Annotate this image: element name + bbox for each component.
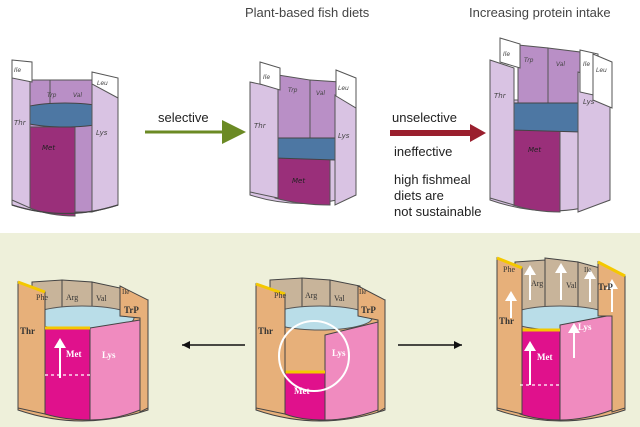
label-lys: Lys: [96, 129, 108, 137]
label-lys-bl: Lys: [102, 350, 116, 360]
label-lys-br: Lys: [578, 322, 592, 332]
label-leu-right: Leu: [596, 67, 607, 74]
label-val-right: Val: [556, 61, 565, 68]
caption-unselective: unselective: [392, 110, 458, 125]
caption-fishmeal-line2: diets are: [394, 188, 444, 203]
label-val-bl: Val: [96, 294, 107, 303]
label-val-bc: Val: [334, 294, 345, 303]
label-arg-bl: Arg: [66, 293, 78, 302]
barrel-top-right: Ile Ile Leu Trp Val Thr Lys Met: [489, 37, 613, 213]
label-val: Val: [73, 92, 82, 99]
label-ile-right: Ile: [503, 51, 510, 58]
caption-selective: selective: [158, 110, 209, 125]
label-met-br: Met: [537, 352, 553, 362]
label-leu-center: Leu: [338, 85, 349, 92]
label-ile2-right: Ile: [583, 61, 590, 68]
label-trp-right: Trp: [524, 57, 534, 64]
barrel-bottom-center: Phe Arg Val Thr TrP Ile Met Lys: [255, 277, 386, 422]
label-ile: Ile: [14, 67, 21, 74]
label-ile-br: Ile: [584, 266, 591, 274]
label-lys-right: Lys: [583, 98, 595, 106]
label-ile-bl: Ile: [122, 288, 129, 296]
label-leu: Leu: [97, 80, 108, 87]
barrel-top-left: Ile Leu Thr Lys Met Trp Val: [11, 59, 119, 217]
label-phe-bc: Phe: [274, 291, 286, 300]
label-phe-br: Phe: [503, 265, 515, 274]
label-arg-bc: Arg: [305, 291, 317, 300]
caption-ineffective: ineffective: [394, 144, 453, 159]
label-trp-center: Trp: [288, 87, 298, 94]
label-ile-center: Ile: [263, 74, 270, 81]
barrel-bottom-left: Phe Arg Val Thr TrP Ile Met Lys: [17, 279, 149, 422]
label-met-bc: Met: [294, 386, 310, 396]
label-arg-br: Arg: [531, 279, 543, 288]
label-met-right: Met: [528, 146, 541, 154]
label-thr-br: Thr: [499, 316, 514, 326]
barrel-top-center: Ile Leu Trp Val Thr Lys Met: [249, 61, 357, 206]
label-thr: Thr: [14, 119, 27, 127]
label-thr-center: Thr: [254, 122, 267, 130]
label-ile-bc: Ile: [359, 288, 366, 296]
label-val-br: Val: [566, 281, 577, 290]
header-plant-based: Plant-based fish diets: [245, 5, 370, 20]
label-met-bl: Met: [66, 349, 82, 359]
label-thr-bl: Thr: [20, 326, 35, 336]
arrow-unselective: [390, 124, 486, 142]
label-thr-right: Thr: [494, 92, 507, 100]
label-met-center: Met: [292, 177, 305, 185]
label-met: Met: [42, 144, 55, 152]
label-val-center: Val: [316, 90, 325, 97]
label-lys-center: Lys: [338, 132, 350, 140]
label-trp-bc: TrP: [361, 305, 376, 315]
barrel-bottom-right: Phe Arg Val Thr TrP Ile Met Lys: [496, 256, 626, 422]
caption-fishmeal-line3: not sustainable: [394, 204, 482, 219]
label-trp-br: TrP: [598, 282, 613, 292]
label-trp-bl: TrP: [124, 305, 139, 315]
caption-fishmeal-line1: high fishmeal: [394, 172, 471, 187]
label-trp: Trp: [47, 92, 57, 99]
label-lys-bc: Lys: [332, 348, 346, 358]
label-phe-bl: Phe: [36, 293, 48, 302]
header-protein-intake: Increasing protein intake: [469, 5, 611, 20]
label-thr-bc: Thr: [258, 326, 273, 336]
